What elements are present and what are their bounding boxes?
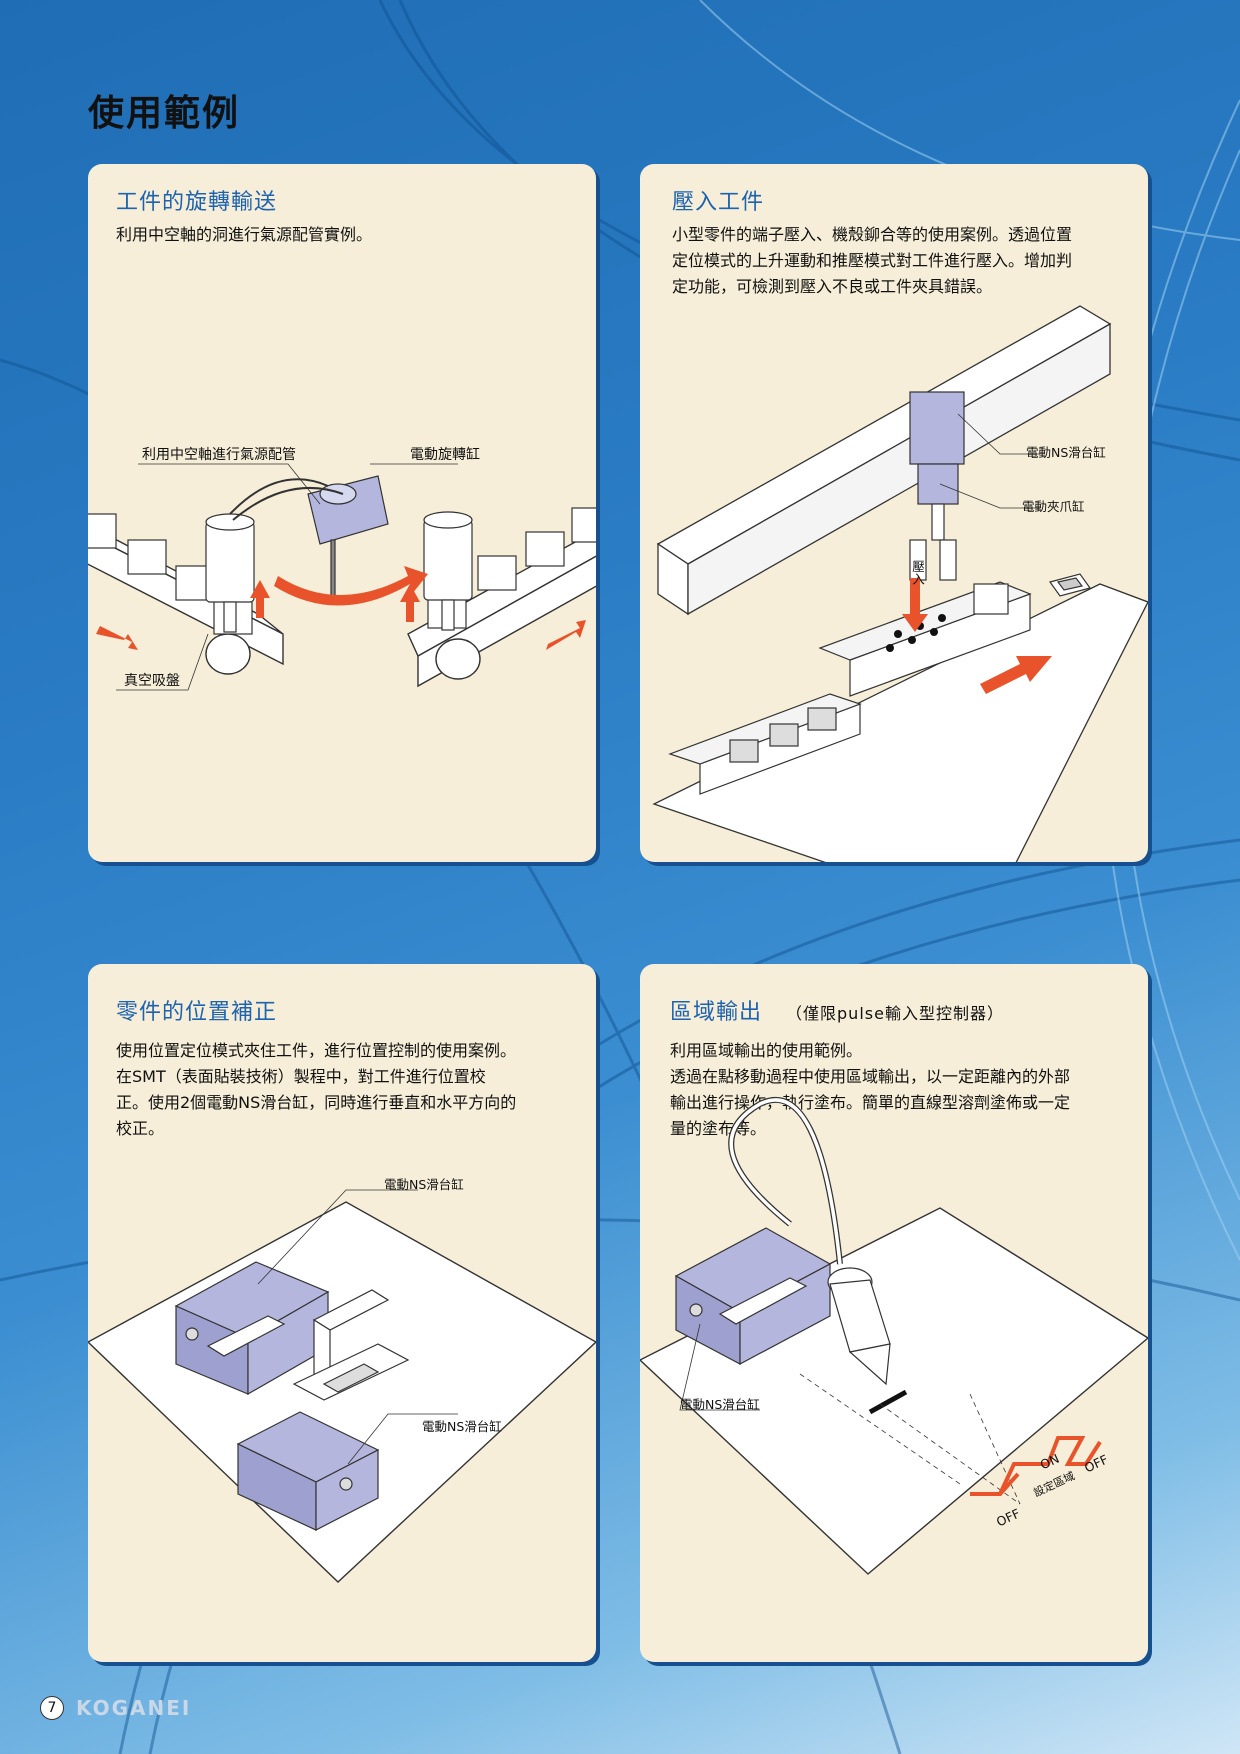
label-gripper: 電動夾爪缸	[1022, 499, 1085, 514]
label-ns-slide: 電動NS滑台缸	[1026, 445, 1106, 460]
zone-output-illustration	[640, 1096, 1148, 1575]
chip-mark	[1049, 573, 1091, 597]
panel-rotary-transfer: 工件的旋轉輸送 利用中空軸的洞進行氣源配管實例。	[88, 164, 596, 862]
panel-zone-output: 區域輸出（僅限pulse輸入型控制器） 利用區域輸出的使用範例。 透過在點移動過…	[640, 964, 1148, 1662]
dispenser-nozzle	[827, 1267, 891, 1386]
left-cylinder	[205, 513, 255, 633]
panel-press-in: 壓入工件 小型零件的端子壓入、機殼鉚合等的使用案例。透過位置 定位模式的上升運動…	[640, 164, 1148, 862]
panel-description: 利用中空軸的洞進行氣源配管實例。	[116, 225, 373, 244]
chip-tray	[668, 693, 862, 795]
position-correction-illustration	[88, 1189, 596, 1583]
page-footer: 7 KOGANEI	[40, 1690, 191, 1726]
workpiece-jig	[292, 1289, 410, 1401]
label-hollow-shaft-piping: 利用中空軸進行氣源配管	[142, 447, 296, 463]
rotary-transfer-illustration	[88, 463, 596, 691]
press-in-illustration	[652, 305, 1148, 862]
label-press-in: 壓入	[910, 560, 925, 585]
label-ns-slide-top: 電動NS滑台缸	[384, 1177, 464, 1192]
motion-arrows	[902, 578, 1052, 694]
label-ns-slide: 電動NS滑台缸	[680, 1397, 760, 1412]
panel-title: 零件的位置補正	[116, 1000, 278, 1025]
rotary-actuator	[229, 475, 389, 601]
slide-table	[909, 391, 965, 581]
panel-description: 使用位置定位模式夾住工件，進行位置控制的使用案例。 在SMT（表面貼裝技術）製程…	[116, 1041, 517, 1138]
zone-signal	[970, 1436, 1102, 1496]
motion-arrows	[96, 566, 586, 650]
guide-rail	[656, 305, 1112, 616]
slide-bottom	[236, 1411, 380, 1531]
panel-position-correction: 零件的位置補正 使用位置定位模式夾住工件，進行位置控制的使用案例。 在SMT（表…	[88, 964, 596, 1662]
panel-description: 小型零件的端子壓入、機殼鉚合等的使用案例。透過位置 定位模式的上升運動和推壓模式…	[672, 225, 1073, 296]
slide-unit	[674, 1227, 832, 1365]
label-vacuum-pad: 真空吸盤	[124, 673, 180, 689]
coating-line	[868, 1389, 908, 1415]
slide-top	[174, 1261, 330, 1396]
label-rotary-actuator: 電動旋轉缸	[410, 447, 480, 463]
panel-title: 壓入工件	[672, 190, 765, 215]
page-title: 使用範例	[88, 93, 241, 134]
right-cylinder	[423, 511, 473, 631]
panel-title: 區域輸出（僅限pulse輸入型控制器）	[670, 1000, 1004, 1025]
label-ns-slide-bottom: 電動NS滑台缸	[422, 1419, 502, 1434]
page-number: 7	[40, 1696, 64, 1720]
panel-title: 工件的旋轉輸送	[116, 190, 278, 215]
brand-logo: KOGANEI	[76, 1696, 192, 1720]
pin-block	[973, 583, 1009, 615]
